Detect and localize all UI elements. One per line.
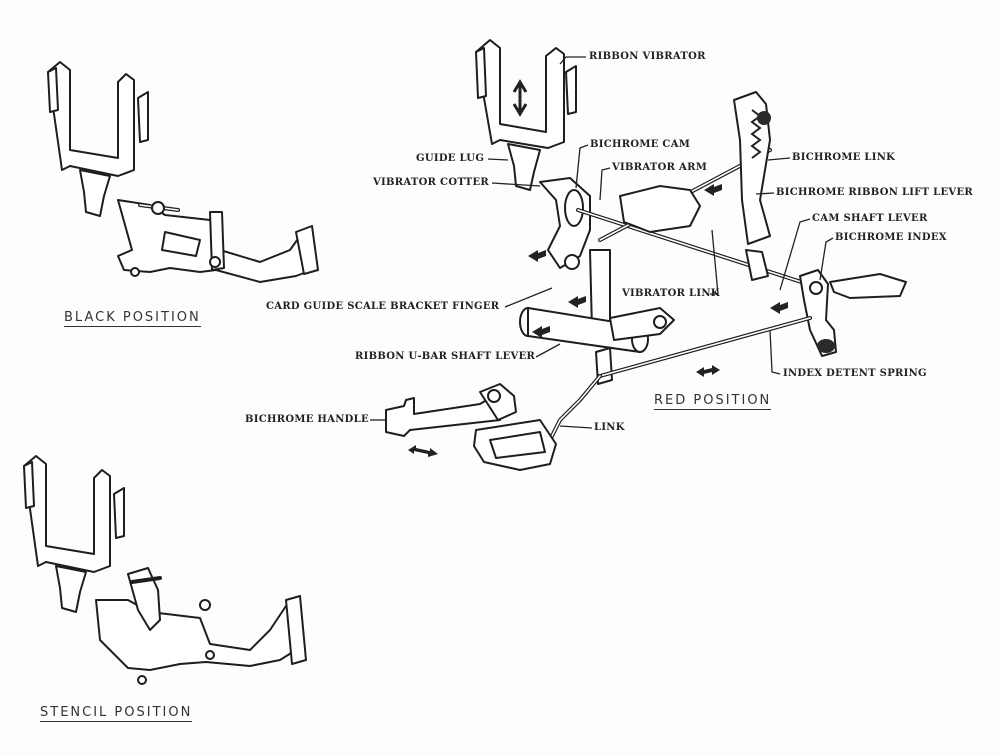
black-position-caption: BLACK POSITION [64, 310, 201, 327]
label-bichrome-cam: BICHROME CAM [590, 139, 691, 150]
stencil-position-caption: STENCIL POSITION [40, 705, 193, 722]
label-ribbon-u-bar-shaft-lever: RIBBON U-BAR SHAFT LEVER [355, 351, 536, 362]
label-card-guide-scale-bracket-finger: CARD GUIDE SCALE BRACKET FINGER [266, 301, 500, 312]
stencil-position-assembly [23, 455, 307, 685]
label-bichrome-link: BICHROME LINK [792, 152, 896, 163]
black-position-assembly [47, 61, 319, 283]
label-index-detent-spring: INDEX DETENT SPRING [783, 368, 927, 379]
red-position-caption: RED POSITION [654, 393, 772, 410]
label-ribbon-vibrator: RIBBON VIBRATOR [589, 51, 706, 62]
label-cam-shaft-lever: CAM SHAFT LEVER [812, 213, 928, 224]
label-link: LINK [594, 422, 625, 433]
label-vibrator-cotter: VIBRATOR COTTER [373, 177, 489, 188]
label-bichrome-handle: BICHROME HANDLE [245, 414, 369, 425]
label-bichrome-index: BICHROME INDEX [835, 232, 947, 243]
leader-lines [370, 56, 834, 429]
red-position-assembly [385, 39, 907, 471]
label-vibrator-link: VIBRATOR LINK [622, 288, 720, 299]
label-bichrome-ribbon-lift-lever: BICHROME RIBBON LIFT LEVER [776, 187, 974, 198]
label-vibrator-arm: VIBRATOR ARM [612, 162, 708, 173]
label-guide-lug: GUIDE LUG [416, 153, 485, 164]
